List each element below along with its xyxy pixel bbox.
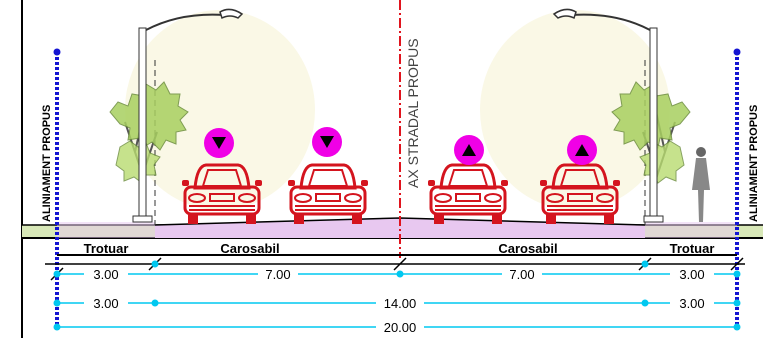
zone-label-left-sidewalk: Trotuar xyxy=(84,241,129,256)
dimension-label: 14.00 xyxy=(384,296,417,311)
dimension-label: 7.00 xyxy=(509,267,534,282)
street-lamp-left-icon xyxy=(132,8,244,223)
street-axis-label: AX STRADAL PROPUS xyxy=(405,38,421,188)
zone-label-left-carriageway: Carosabil xyxy=(220,241,279,256)
zone-label-right-carriageway: Carosabil xyxy=(498,241,557,256)
car-icon xyxy=(286,163,370,226)
dimension-row-1: 3.00 7.00 7.00 3.00 xyxy=(45,257,745,282)
dimension-label: 20.00 xyxy=(384,320,417,335)
dimension-label: 7.00 xyxy=(265,267,290,282)
dimension-label: 3.00 xyxy=(93,296,118,311)
direction-up-icon xyxy=(567,135,597,165)
direction-up-icon xyxy=(454,135,484,165)
dimension-row-2: 3.00 14.00 3.00 xyxy=(53,295,741,311)
zone-label-right-sidewalk: Trotuar xyxy=(670,241,715,256)
zone-labels: Trotuar Carosabil Carosabil Trotuar xyxy=(57,241,737,256)
pedestrian-icon xyxy=(692,147,710,222)
dimension-label: 3.00 xyxy=(679,267,704,282)
street-lamp-right-icon xyxy=(552,8,664,223)
alignment-label-left: ALINIAMENT PROPUS xyxy=(41,105,53,222)
direction-down-icon xyxy=(204,128,234,158)
car-icon xyxy=(426,163,510,226)
dimension-row-3: 20.00 xyxy=(53,319,741,335)
sidewalk-right xyxy=(645,222,737,238)
direction-down-icon xyxy=(312,127,342,157)
alignment-label-right: ALINIAMENT PROPUS xyxy=(748,105,760,222)
dimension-label: 3.00 xyxy=(93,267,118,282)
dimension-label: 3.00 xyxy=(679,296,704,311)
carriageway xyxy=(155,218,645,238)
sidewalk-left xyxy=(57,222,155,238)
lamp-light-glow xyxy=(125,10,670,210)
